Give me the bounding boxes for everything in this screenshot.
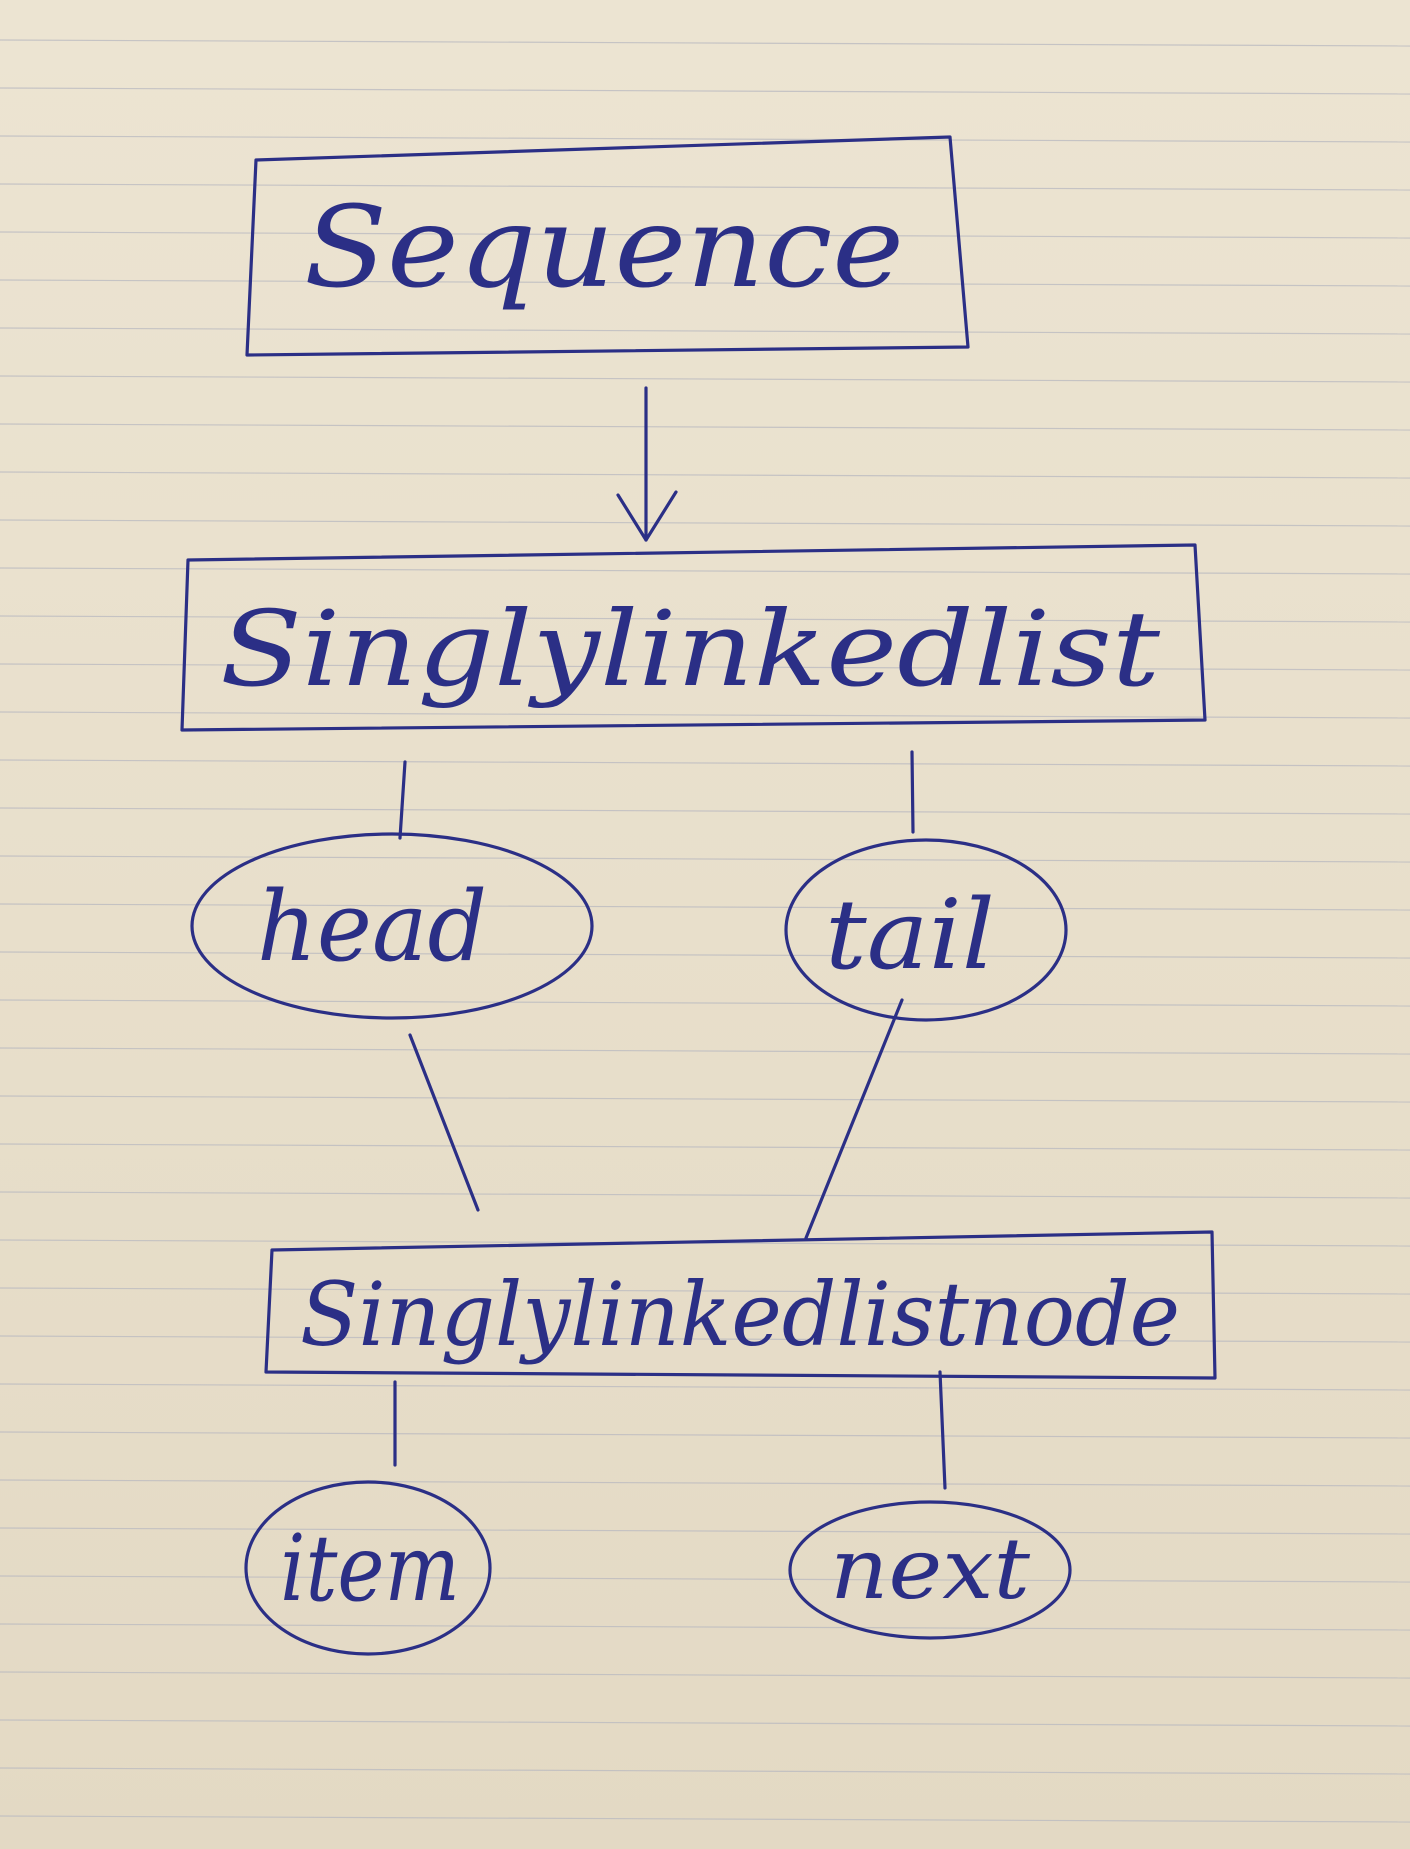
node-to-next-line [938, 1370, 947, 1490]
tail-label: tail [825, 879, 995, 991]
tail-to-node-line [804, 998, 904, 1240]
ruled-line [0, 39, 1410, 47]
head-node: head [190, 832, 594, 1020]
ruled-line [0, 1143, 1410, 1151]
singly-linked-list-label: Singlylinkedlist [220, 588, 1160, 710]
sequence-to-list-arrow [616, 386, 678, 542]
sequence-box [245, 135, 970, 357]
ruled-line [0, 1527, 1410, 1535]
ruled-line [0, 903, 1410, 911]
ruled-line [0, 1191, 1410, 1199]
ruled-line [0, 1671, 1410, 1679]
tail-node: tail [784, 838, 1068, 1022]
ruled-line [0, 135, 1410, 143]
item-label: item [280, 1515, 460, 1622]
ruled-line [0, 1095, 1410, 1103]
ruled-line [0, 567, 1410, 575]
ruled-line [0, 1047, 1410, 1055]
singly-linked-list-node-label: Singlylinkedlistnode [300, 1263, 1180, 1366]
ruled-line [0, 1815, 1410, 1823]
singly-linked-list-node: Singlylinkedlist [180, 543, 1207, 732]
ruled-line [0, 87, 1410, 95]
ruled-line [0, 183, 1410, 191]
arrow-head [616, 490, 678, 542]
ruled-line [0, 1479, 1410, 1487]
ruled-line [0, 1383, 1410, 1391]
singly-linked-list-box [180, 543, 1207, 732]
ruled-line [0, 279, 1410, 287]
ruled-line [0, 471, 1410, 479]
ruled-line [0, 231, 1410, 239]
sequence-label: Sequence [304, 183, 904, 313]
ruled-line [0, 663, 1410, 671]
ruled-line [0, 1623, 1410, 1631]
list-to-tail-line [910, 750, 915, 834]
ruled-line [0, 519, 1410, 527]
ruled-line [0, 1431, 1410, 1439]
item-node: item [244, 1480, 492, 1656]
next-label: next [830, 1520, 1030, 1618]
ruled-line [0, 855, 1410, 863]
ruled-line [0, 615, 1410, 623]
next-node: next [788, 1500, 1072, 1640]
head-label: head [257, 871, 487, 983]
ruled-line [0, 375, 1410, 383]
ruled-line [0, 423, 1410, 431]
singly-linked-list-node-node: Singlylinkedlistnode [264, 1230, 1217, 1380]
item-ellipse [244, 1480, 492, 1656]
ruled-line [0, 951, 1410, 959]
ruled-line [0, 1767, 1410, 1775]
ruled-line [0, 327, 1410, 335]
tail-ellipse [784, 838, 1068, 1022]
ruled-line [0, 711, 1410, 719]
next-ellipse [788, 1500, 1072, 1640]
singly-linked-list-node-box [264, 1230, 1217, 1380]
ruled-lines [0, 39, 1410, 1823]
ruled-line [0, 1719, 1410, 1727]
head-to-node-line [408, 1033, 480, 1212]
ruled-line [0, 807, 1410, 815]
ruled-line [0, 999, 1410, 1007]
ruled-line [0, 1575, 1410, 1583]
head-ellipse [190, 832, 594, 1020]
ruled-line [0, 1335, 1410, 1343]
list-to-head-line [398, 760, 407, 840]
sequence-node: Sequence [245, 135, 970, 357]
ruled-line [0, 759, 1410, 767]
ruled-line [0, 1287, 1410, 1295]
